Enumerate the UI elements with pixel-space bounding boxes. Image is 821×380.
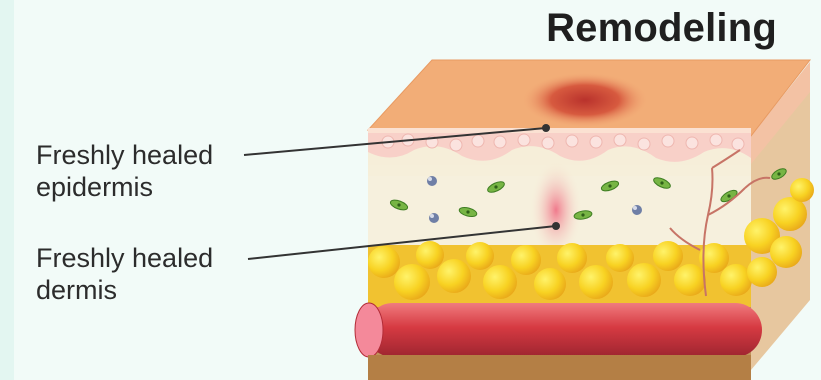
skin-surface — [368, 60, 810, 136]
label-line: Freshly healed — [36, 139, 213, 171]
blood-vessel — [355, 303, 762, 380]
scar-mark — [523, 73, 647, 127]
label-line: Freshly healed — [36, 242, 213, 274]
label-line: epidermis — [36, 171, 213, 203]
diagram-title: Remodeling — [546, 6, 777, 51]
label-freshly-healed-dermis: Freshly healed dermis — [36, 242, 213, 306]
label-freshly-healed-epidermis: Freshly healed epidermis — [36, 139, 213, 203]
label-line: dermis — [36, 274, 213, 306]
